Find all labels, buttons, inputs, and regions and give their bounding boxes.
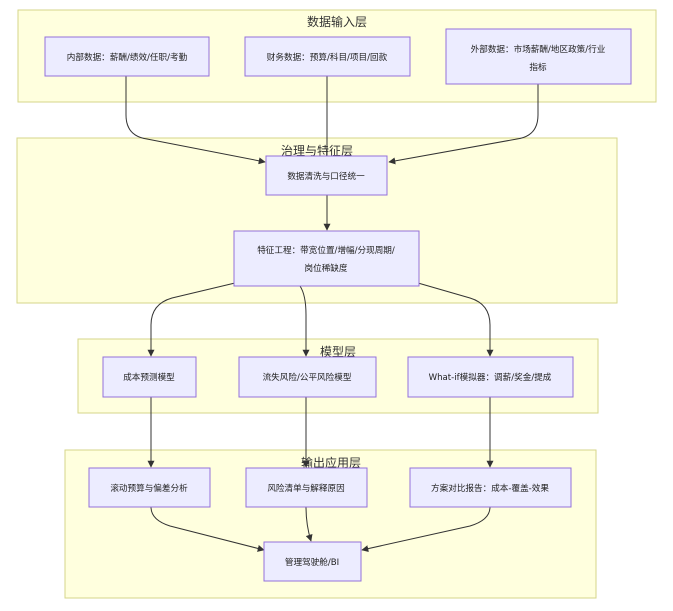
edge-rolling-budget-to-dashboard <box>150 506 265 552</box>
node-management-dashboard[interactable]: 管理驾驶舱/BI <box>263 541 362 582</box>
edge-internal-to-cleaning <box>125 76 266 165</box>
node-management-dashboard-label: 管理驾驶舱/BI <box>285 556 339 568</box>
node-external-data-label-line1: 外部数据：市场薪酬/地区政策/行业 <box>471 43 606 55</box>
node-cost-forecast-model-label: 成本预测模型 <box>123 371 175 383</box>
node-risk-list-label: 风险清单与解释原因 <box>267 482 344 494</box>
node-rolling-budget[interactable]: 滚动预算与偏差分析 <box>88 467 211 508</box>
edge-feature-to-attrition-risk <box>299 285 310 357</box>
node-external-data-box <box>445 28 632 85</box>
edges <box>125 76 539 553</box>
edge-risk-list-to-dashboard <box>305 506 313 542</box>
node-feature-engineering-box <box>233 230 420 287</box>
cluster-input-title: 数据输入层 <box>307 14 367 29</box>
node-external-data[interactable]: 外部数据：市场薪酬/地区政策/行业 指标 <box>445 28 632 85</box>
node-feature-engineering-label-line2: 岗位稀缺度 <box>305 262 348 274</box>
node-cost-forecast-model-box <box>102 356 197 398</box>
node-risk-list-box <box>245 467 368 508</box>
node-feature-engineering[interactable]: 特征工程：带宽位置/增幅/分现周期/ 岗位稀缺度 <box>233 230 420 287</box>
node-internal-data-box <box>44 36 210 77</box>
node-finance-data-box <box>244 36 411 77</box>
node-risk-list[interactable]: 风险清单与解释原因 <box>245 467 368 508</box>
node-attrition-risk-model[interactable]: 流失风险/公平风险模型 <box>238 356 377 398</box>
node-attrition-risk-model-box <box>238 356 377 398</box>
node-rolling-budget-box <box>88 467 211 508</box>
cluster-output-title: 输出应用层 <box>301 455 361 470</box>
node-internal-data[interactable]: 内部数据：薪酬/绩效/任职/考勤 <box>44 36 210 77</box>
node-scenario-report[interactable]: 方案对比报告：成本-覆盖-效果 <box>409 467 572 508</box>
edge-external-to-cleaning <box>388 84 539 165</box>
cluster-governance-title: 治理与特征层 <box>281 143 353 158</box>
node-what-if-simulator-box <box>407 356 574 398</box>
node-scenario-report-box <box>409 467 572 508</box>
cluster-model-title: 模型层 <box>320 345 356 359</box>
edge-feature-to-what-if <box>417 282 494 357</box>
node-data-cleaning[interactable]: 数据清洗与口径统一 <box>265 155 388 196</box>
node-scenario-report-label: 方案对比报告：成本-覆盖-效果 <box>431 482 549 494</box>
edge-feature-to-cost-forecast <box>147 282 236 357</box>
node-finance-data[interactable]: 财务数据：预算/科目/项目/回款 <box>244 36 411 77</box>
node-cost-forecast-model[interactable]: 成本预测模型 <box>102 356 197 398</box>
node-data-cleaning-box <box>265 155 388 196</box>
node-management-dashboard-box <box>263 541 362 582</box>
node-attrition-risk-model-label: 流失风险/公平风险模型 <box>263 371 352 383</box>
node-data-cleaning-label: 数据清洗与口径统一 <box>287 170 365 182</box>
node-internal-data-label: 内部数据：薪酬/绩效/任职/考勤 <box>67 51 188 63</box>
node-what-if-simulator-label: What-if模拟器：调薪/奖金/提成 <box>429 371 552 383</box>
node-what-if-simulator[interactable]: What-if模拟器：调薪/奖金/提成 <box>407 356 574 398</box>
node-finance-data-label: 财务数据：预算/科目/项目/回款 <box>267 51 388 63</box>
node-feature-engineering-label-line1: 特征工程：带宽位置/增幅/分现周期/ <box>257 244 395 256</box>
node-external-data-label-line2: 指标 <box>529 61 547 73</box>
edge-scenario-report-to-dashboard <box>361 506 491 553</box>
node-rolling-budget-label: 滚动预算与偏差分析 <box>110 482 188 494</box>
